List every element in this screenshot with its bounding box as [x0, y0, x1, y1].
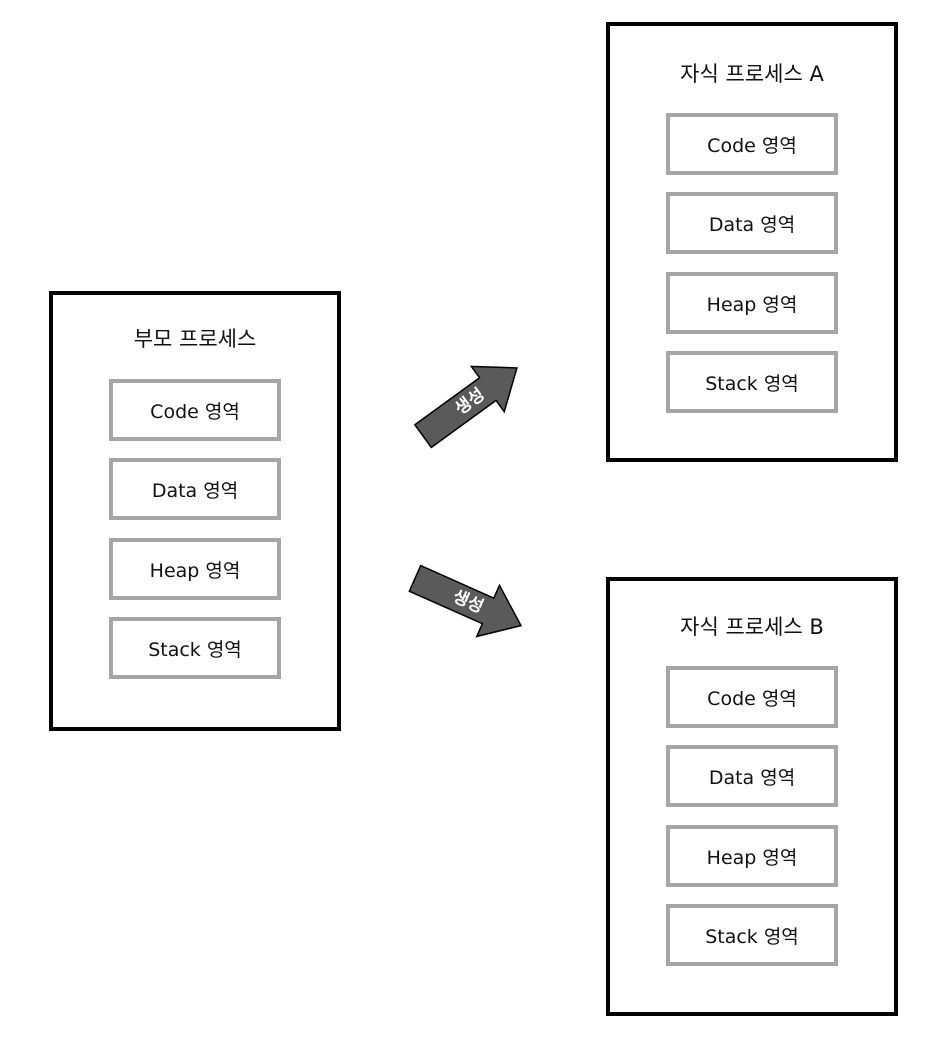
parent-process-title: 부모 프로세스: [133, 327, 257, 351]
child-a-code-segment: Code 영역: [666, 113, 838, 175]
child-a-data-segment: Data 영역: [666, 192, 838, 254]
child-process-b-box: 자식 프로세스 B Code 영역 Data 영역 Heap 영역 Stack …: [606, 577, 898, 1016]
parent-stack-segment: Stack 영역: [109, 617, 281, 679]
spawn-arrow-b-label: 생성: [449, 586, 487, 618]
child-b-code-segment: Code 영역: [666, 666, 838, 728]
parent-code-segment: Code 영역: [109, 379, 281, 441]
spawn-arrow-to-child-b: 생성: [408, 563, 523, 640]
arrow-right-icon: [408, 564, 523, 638]
child-a-stack-segment: Stack 영역: [666, 351, 838, 413]
child-b-data-segment: Data 영역: [666, 745, 838, 807]
child-a-heap-segment: Heap 영역: [666, 272, 838, 334]
child-process-a-box: 자식 프로세스 A Code 영역 Data 영역 Heap 영역 Stack …: [606, 22, 898, 462]
child-b-heap-segment: Heap 영역: [666, 825, 838, 887]
child-b-stack-segment: Stack 영역: [666, 904, 838, 966]
child-process-a-title: 자식 프로세스 A: [680, 62, 824, 86]
child-process-b-title: 자식 프로세스 B: [680, 615, 824, 639]
parent-heap-segment: Heap 영역: [109, 538, 281, 600]
arrow-right-icon: [413, 365, 518, 449]
spawn-arrow-to-child-a: 생성: [413, 356, 522, 449]
parent-data-segment: Data 영역: [109, 458, 281, 520]
parent-process-box: 부모 프로세스 Code 영역 Data 영역 Heap 영역 Stack 영역: [49, 291, 341, 731]
